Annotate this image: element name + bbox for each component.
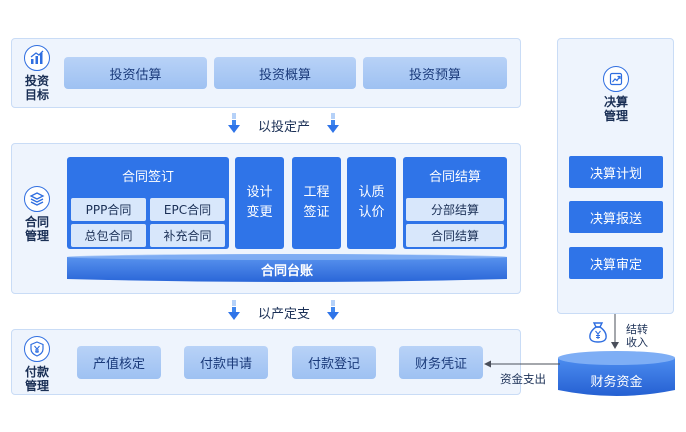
design-change-line2: 变更	[246, 205, 273, 220]
supplementary-contract-box[interactable]: 补充合同	[150, 224, 225, 247]
investment-budget-estimate-box[interactable]: 投资概算	[214, 57, 356, 89]
investment-label: 投资 目标	[16, 45, 58, 102]
payment-label-line2: 管理	[24, 379, 49, 393]
flow-label-produce-to-pay: 以产定支	[258, 307, 311, 322]
contract-label: 合同 管理	[16, 186, 58, 243]
down-arrow-icon	[327, 113, 339, 133]
investment-budget-box[interactable]: 投资预算	[363, 57, 507, 89]
design-change-line1: 设计	[246, 185, 273, 200]
money-bag-icon	[586, 320, 610, 348]
payment-label-line1: 付款	[24, 365, 49, 379]
transfer-income-label: 结转 收入	[626, 323, 648, 349]
design-change-box[interactable]: 设计 变更	[235, 157, 284, 249]
contract-label-line1: 合同	[24, 215, 49, 229]
transfer-arrow	[611, 314, 619, 349]
contract-ledger-label: 合同台账	[260, 264, 313, 279]
investment-label-line1: 投资	[24, 74, 49, 88]
down-arrow-icon	[327, 300, 339, 320]
report-chart-icon	[603, 66, 629, 92]
final-accounts-label: 决算 管理	[595, 66, 637, 123]
final-accounts-submit-box[interactable]: 决算报送	[569, 201, 663, 233]
final-accounts-plan-box[interactable]: 决算计划	[569, 156, 663, 188]
down-arrow-icon	[228, 113, 240, 133]
final-accounts-label-line1: 决算	[603, 95, 628, 109]
investment-estimate-box[interactable]: 投资估算	[64, 57, 207, 89]
engineering-visa-box[interactable]: 工程 签证	[292, 157, 341, 249]
engineering-visa-line2: 签证	[303, 205, 330, 220]
partial-settlement-box[interactable]: 分部结算	[406, 198, 504, 221]
ppp-contract-box[interactable]: PPP合同	[71, 198, 146, 221]
investment-label-line2: 目标	[24, 88, 49, 102]
financial-voucher-box[interactable]: 财务凭证	[399, 346, 483, 379]
quality-price-line1: 认质	[358, 185, 385, 200]
down-arrow-icon	[228, 300, 240, 320]
contract-signing-title[interactable]: 合同签订	[121, 170, 174, 185]
final-accounts-approval-box[interactable]: 决算审定	[569, 247, 663, 279]
financial-funds-label: 财务资金	[590, 375, 643, 390]
expenditure-arrow	[484, 360, 560, 368]
payment-label: 付款 管理	[16, 336, 58, 393]
general-contract-box[interactable]: 总包合同	[71, 224, 146, 247]
payment-request-box[interactable]: 付款申请	[184, 346, 268, 379]
fund-expenditure-label: 资金支出	[500, 372, 546, 386]
contract-label-line2: 管理	[24, 229, 49, 243]
layers-icon	[24, 186, 50, 212]
transfer-line1: 结转	[626, 323, 648, 336]
output-verification-box[interactable]: 产值核定	[77, 346, 161, 379]
final-accounts-label-line2: 管理	[603, 109, 628, 123]
engineering-visa-line1: 工程	[303, 185, 330, 200]
contract-ledger-bar[interactable]: 合同台账	[67, 253, 507, 283]
financial-funds-db[interactable]: 财务资金	[558, 350, 675, 398]
contract-settlement-box[interactable]: 合同结算	[406, 224, 504, 247]
transfer-line2: 收入	[626, 336, 648, 349]
chart-growth-icon	[24, 45, 50, 71]
yuan-shield-icon	[24, 336, 50, 362]
contract-settlement-title[interactable]: 合同结算	[428, 170, 481, 185]
flow-label-invest-to-produce: 以投定产	[258, 120, 311, 135]
quality-price-box[interactable]: 认质 认价	[347, 157, 396, 249]
payment-registration-box[interactable]: 付款登记	[292, 346, 376, 379]
quality-price-line2: 认价	[358, 205, 385, 220]
epc-contract-box[interactable]: EPC合同	[150, 198, 225, 221]
